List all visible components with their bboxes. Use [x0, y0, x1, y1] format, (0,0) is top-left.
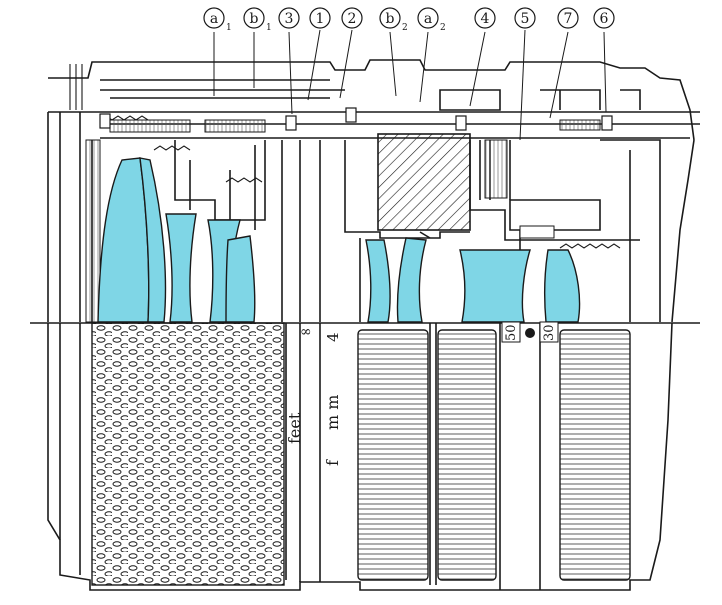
stripe-block-top: [109, 119, 191, 133]
callout-text: b: [386, 11, 395, 27]
callout-text: 2: [348, 11, 357, 27]
rear-detail-block: [484, 139, 508, 199]
callout-a1: a1: [203, 7, 232, 33]
label-infinity: ∞: [300, 324, 312, 340]
callout-text: 4: [481, 11, 490, 27]
callout-text: 1: [316, 11, 325, 27]
callout-subscript: 1: [266, 23, 272, 33]
callout-circle: [417, 7, 439, 29]
lens-element-3: [165, 213, 197, 323]
callout-circle: [243, 7, 265, 29]
callout-circle: [341, 7, 363, 29]
lens-element-8: [459, 249, 531, 323]
label-focal: f: [323, 459, 342, 466]
callout-text: 7: [564, 11, 573, 27]
callout-n7: 7: [557, 7, 579, 29]
callout-b2: b2: [379, 7, 408, 33]
callout-circle: [203, 7, 225, 29]
lens-element-6: [365, 239, 391, 323]
hatched-housing-block: [377, 133, 471, 231]
lens-element-2: [139, 157, 167, 323]
aperture-box-50: [501, 321, 521, 343]
lens-element-1: [97, 157, 150, 323]
callout-leaders: [213, 29, 607, 141]
callout-text: a: [424, 11, 432, 27]
aperture-box-30: [539, 321, 559, 343]
stripe-block-top-2: [204, 119, 266, 133]
ribbed-ring-1: [357, 329, 429, 581]
front-ring-grooves: [85, 139, 101, 323]
lower-exterior: [47, 322, 673, 591]
callout-circle: [278, 7, 300, 29]
callout-circle: [557, 7, 579, 29]
lens-elements: [97, 157, 581, 323]
label-mm: m m: [323, 395, 342, 430]
index-dot: [525, 328, 535, 338]
callout-subscript: 2: [440, 23, 446, 33]
callout-a2: a2: [417, 7, 446, 33]
callout-text: b: [250, 11, 259, 27]
callout-circle: [514, 7, 536, 29]
callout-text: 5: [521, 11, 530, 27]
label-aperture-50: 50: [504, 324, 519, 341]
callout-circle: [474, 7, 496, 29]
scale-marker-block: [519, 225, 555, 239]
ribbed-ring-3: [559, 329, 631, 581]
lens-element-7: [396, 237, 427, 323]
knurled-focus-ring: [91, 322, 285, 586]
callout-n3: 3: [278, 7, 300, 29]
callout-text: 6: [600, 11, 609, 27]
callout-n1: 1: [309, 7, 331, 29]
callout-subscript: 2: [402, 23, 408, 33]
callout-n5: 5: [514, 7, 536, 29]
label-four: 4: [324, 332, 342, 342]
callout-circle: [593, 7, 615, 29]
ribbed-ring-2: [437, 329, 497, 581]
callout-circle: [309, 7, 331, 29]
callout-circle: [379, 7, 401, 29]
stripe-block-rear: [559, 119, 601, 131]
label-feet: feet: [285, 412, 304, 444]
callout-n2: 2: [341, 7, 363, 29]
callout-b1: b1: [243, 7, 272, 33]
callout-n4: 4: [474, 7, 496, 29]
callout-n6: 6: [593, 7, 615, 29]
callout-text: 3: [285, 11, 294, 27]
callout-text: a: [210, 11, 218, 27]
label-aperture-30: 30: [542, 324, 557, 341]
lens-element-9: [543, 249, 581, 323]
screw-marks: [99, 107, 613, 131]
callout-subscript: 1: [226, 23, 232, 33]
lens-element-5: [225, 235, 256, 323]
